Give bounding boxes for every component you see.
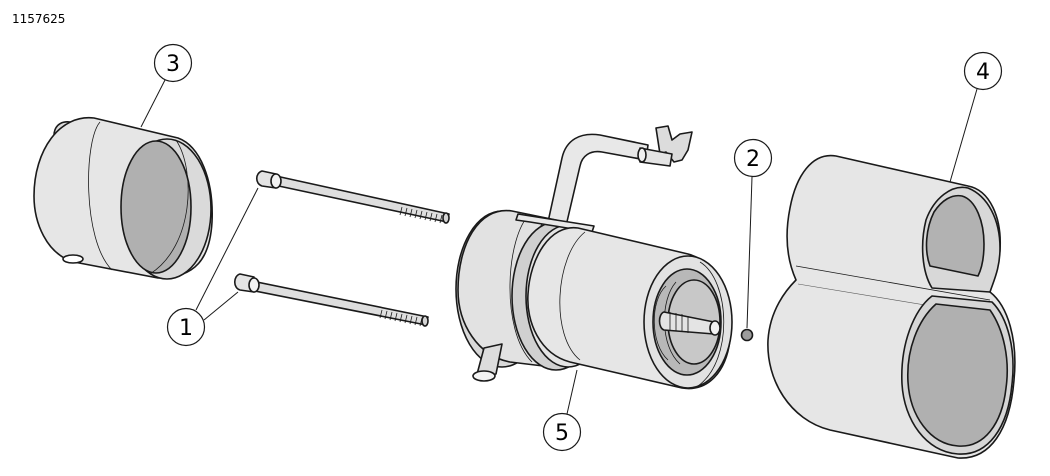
callout-4-label: 4	[976, 60, 990, 85]
leader-3	[140, 79, 166, 128]
leader-4	[949, 88, 978, 183]
callout-5: 5	[542, 412, 582, 452]
leader-2	[746, 176, 753, 329]
part-1-screw-lower	[233, 273, 429, 327]
callout-2-label: 2	[746, 147, 760, 172]
part-5-lock-cylinder	[455, 125, 733, 390]
figure-id: 1157625	[12, 12, 66, 26]
part-3-end-cap	[33, 117, 213, 280]
part-2-ball	[740, 328, 754, 342]
callout-1-label: 1	[179, 316, 193, 341]
leader-1-upper	[195, 187, 259, 311]
callout-3-label: 3	[166, 52, 180, 77]
callout-2: 2	[733, 138, 773, 178]
part-1-screw-upper	[255, 170, 450, 224]
callout-3: 3	[153, 43, 193, 83]
callout-1: 1	[166, 307, 206, 347]
part-4-housing	[767, 154, 1016, 459]
leader-lines	[140, 79, 978, 415]
leader-5	[566, 369, 578, 415]
callout-4: 4	[963, 51, 1003, 91]
callout-5-label: 5	[555, 421, 569, 446]
leader-1-lower	[203, 291, 239, 321]
